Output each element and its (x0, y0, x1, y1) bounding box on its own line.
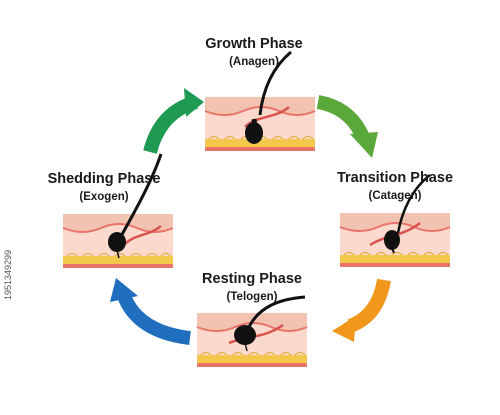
blood-vessel-icon (124, 225, 162, 245)
resting-phase-subtitle: (Telogen) (226, 291, 278, 303)
transition-skin-illustration (339, 174, 451, 268)
new-hair-follicle-icon (108, 232, 126, 252)
transition-phase-title: Transition Phase (336, 170, 454, 186)
shedding-skin-illustration (62, 153, 174, 269)
shedding-phase-subtitle: (Exogen) (79, 191, 129, 203)
old-hair-shaft-icon (117, 153, 163, 241)
hair-follicle-icon (234, 325, 256, 345)
growth-phase-title: Growth Phase (205, 36, 303, 52)
arrow-growth-to-transition (316, 95, 378, 158)
shedding-phase-title: Shedding Phase (47, 171, 161, 187)
hair-shaft-icon (247, 295, 306, 328)
arrow-shedding-to-growth (143, 88, 204, 154)
growth-skin-illustration (204, 50, 316, 152)
hair-follicle-icon (384, 230, 400, 250)
watermark-id: 1951349299 (3, 249, 13, 300)
resting-phase-title: Resting Phase (202, 271, 302, 287)
hair-shaft-icon (396, 174, 431, 234)
blood-vessel-icon (244, 106, 290, 128)
transition-phase-subtitle: (Catagen) (368, 190, 422, 202)
growth-phase-subtitle: (Anagen) (229, 56, 279, 68)
resting-skin-illustration (196, 295, 308, 368)
hair-shaft-icon (258, 50, 292, 116)
arrow-resting-to-shedding (110, 278, 191, 345)
arrow-transition-to-resting (332, 278, 391, 342)
